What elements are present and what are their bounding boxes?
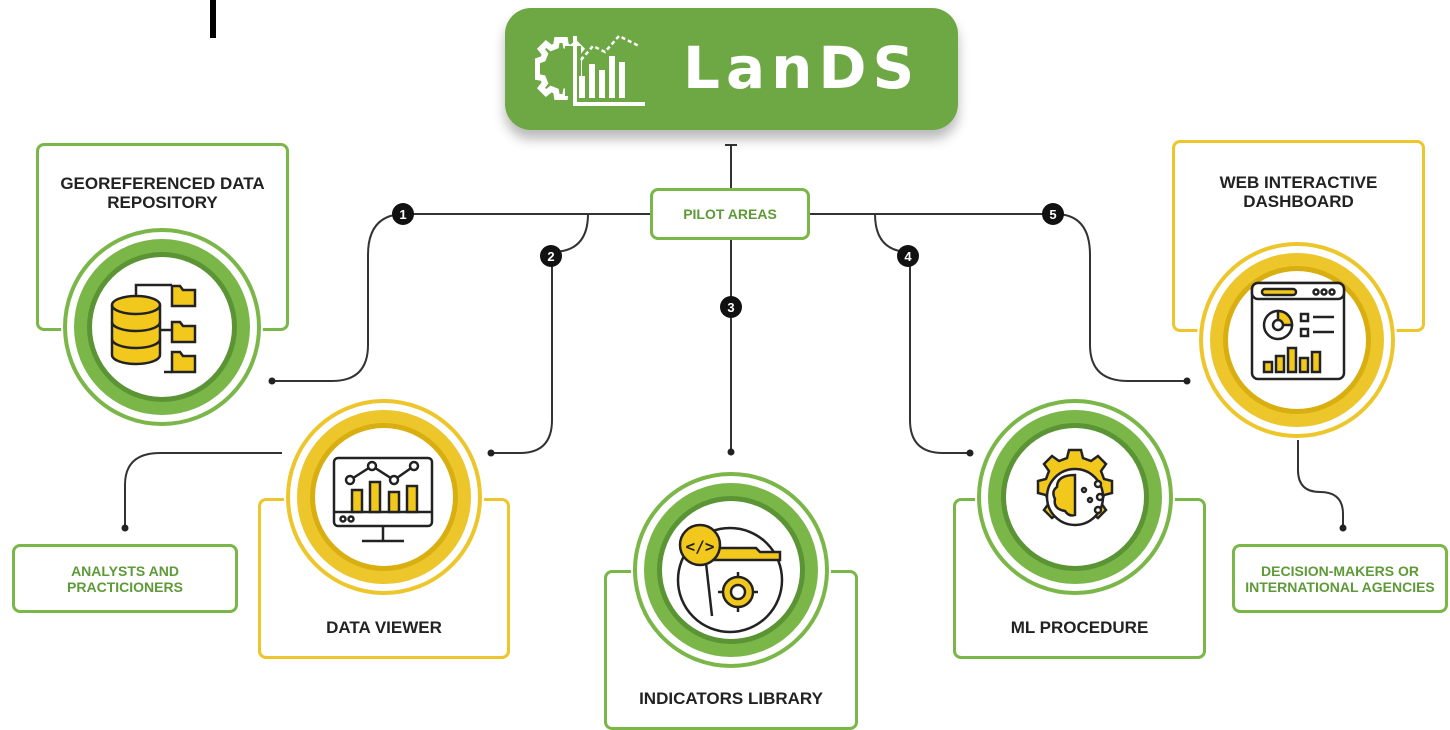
badge-3: 3 xyxy=(720,296,742,318)
badge-2: 2 xyxy=(540,245,562,267)
svg-text:1: 1 xyxy=(399,207,406,222)
svg-text:3: 3 xyxy=(727,300,734,315)
pilot-areas-hub: PILOT AREAS xyxy=(650,188,810,240)
badge-4: 4 xyxy=(897,245,919,267)
card-title: ML PROCEDURE xyxy=(1010,618,1149,637)
lands-logo: LanDS xyxy=(505,8,958,130)
database-folders-icon xyxy=(110,283,197,374)
brain-gear-icon xyxy=(1036,448,1114,527)
card-title: DATA VIEWER xyxy=(326,618,442,637)
monitor-chart-icon xyxy=(332,456,434,543)
svg-text:2: 2 xyxy=(547,249,554,264)
badge-1: 1 xyxy=(392,203,414,225)
svg-text:5: 5 xyxy=(1049,207,1056,222)
circle-georeferenced xyxy=(61,226,263,428)
decorative-bar xyxy=(210,0,216,38)
logo-title: LanDS xyxy=(683,34,921,102)
svg-text:</>: </> xyxy=(686,537,715,556)
step-badges: 1 2 3 4 5 xyxy=(392,203,1064,318)
gear-chart-logo-icon xyxy=(535,34,645,106)
code-folder-gear-icon: </> xyxy=(676,523,784,634)
badge-5: 5 xyxy=(1042,203,1064,225)
card-title: INDICATORS LIBRARY xyxy=(639,689,823,708)
card-title: WEB INTERACTIVE DASHBOARD xyxy=(1219,173,1378,211)
svg-text:4: 4 xyxy=(904,249,912,264)
dashboard-window-icon xyxy=(1250,281,1346,381)
card-title: GEOREFERENCED DATA REPOSITORY xyxy=(60,174,265,212)
